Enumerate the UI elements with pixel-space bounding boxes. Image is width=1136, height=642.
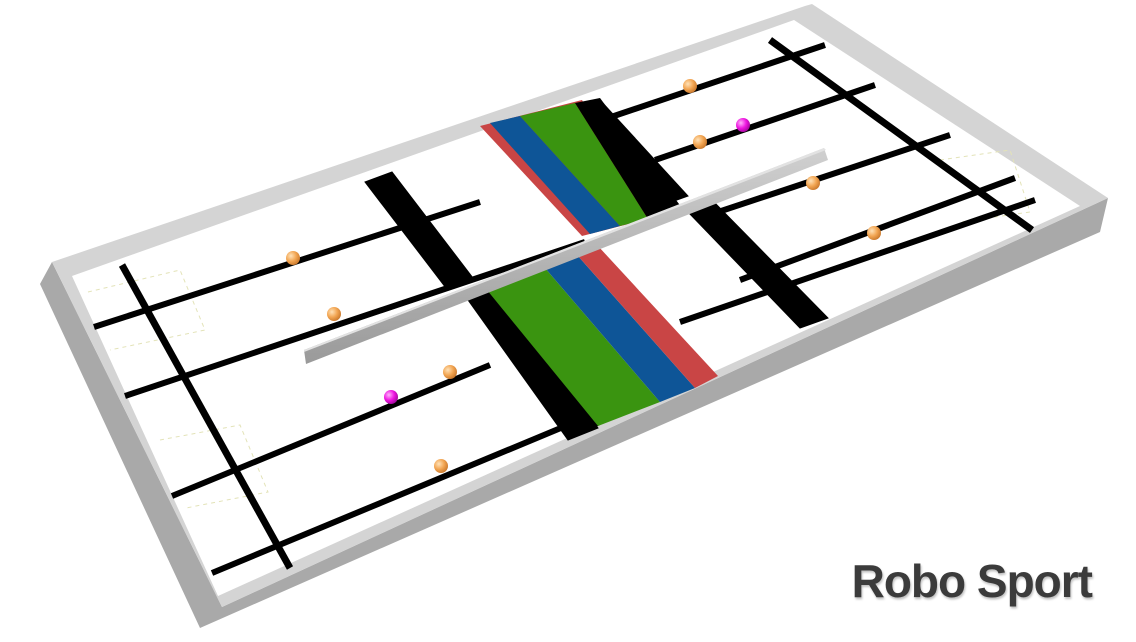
magenta-ball: [736, 118, 750, 132]
orange-balls: [286, 79, 881, 473]
orange-ball: [867, 226, 881, 240]
orange-ball: [443, 365, 457, 379]
title-caption: Robo Sport: [851, 555, 1093, 607]
upper-ramp-black-edge: [575, 98, 682, 219]
magenta-ball: [384, 390, 398, 404]
orange-ball: [806, 176, 820, 190]
upper-ramp: [480, 98, 682, 236]
orange-ball: [683, 79, 697, 93]
lower-ramp-black-edge: [470, 268, 600, 436]
orange-ball: [327, 307, 341, 321]
upper-ramp-green-band: [520, 103, 648, 226]
magenta-balls: [384, 118, 750, 404]
lower-ramp-red-band: [578, 246, 718, 388]
orange-ball: [434, 459, 448, 473]
orange-ball: [286, 251, 300, 265]
start-zone-markings: [87, 149, 1031, 509]
upper-ramp-blue-band: [490, 116, 620, 234]
orange-ball: [693, 135, 707, 149]
center-divider: [304, 148, 828, 364]
lower-ramp-blue-band: [545, 256, 695, 402]
lower-ramp: [470, 246, 718, 436]
lower-ramp-green-band: [487, 268, 660, 426]
